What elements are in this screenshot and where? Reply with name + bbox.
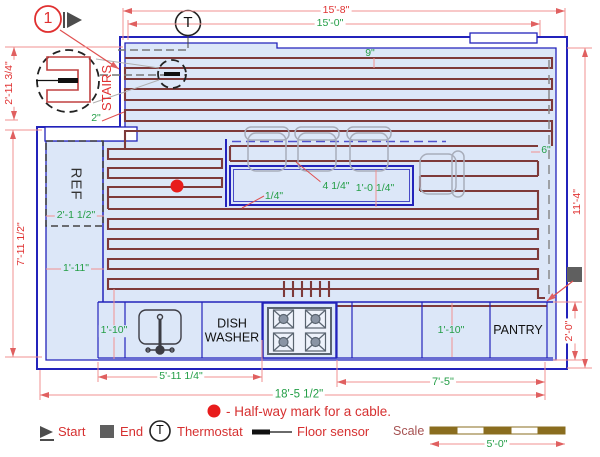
dim-left-height: 7'-11 1/2" — [15, 220, 28, 268]
dim-right-height: 11'-4" — [571, 187, 584, 217]
legend-floor-sensor-label: Floor sensor — [297, 424, 370, 439]
dim-right-cabinet-width: 1'-10" — [435, 324, 467, 337]
start-marker-icon — [67, 12, 82, 28]
stair-cable-detail — [46, 56, 91, 103]
sink — [138, 309, 182, 355]
legend-start-icon — [40, 426, 53, 438]
legend-halfway-note: - Half-way mark for a cable. — [226, 404, 392, 419]
legend-thermostat-symbol: T — [156, 423, 164, 438]
legend-scale-label: Scale — [393, 424, 425, 438]
dim-cable-offset-right: 6" — [541, 144, 551, 157]
pantry-label: PANTRY — [493, 323, 543, 338]
stairs-wall-stub — [44, 126, 138, 142]
legend-end-icon — [100, 425, 114, 438]
dishwasher-label: DISH WASHER — [204, 316, 260, 344]
sensor-location-circle — [157, 59, 187, 89]
legend-icons — [40, 404, 566, 442]
end-marker-icon — [567, 267, 582, 282]
stove — [262, 302, 337, 359]
bar-stools — [244, 126, 465, 198]
refrigerator-label: REF — [67, 167, 85, 201]
dim-scale-value: 5'-0" — [484, 438, 510, 451]
stairs-label: STAIRS — [98, 65, 114, 111]
dim-ref-width: 2'-1 1/2" — [54, 209, 98, 222]
dim-left-cabinet-width: 1'-10" — [98, 324, 130, 337]
scale-bar — [429, 426, 566, 435]
dim-top-inner: 15'-0" — [314, 17, 346, 30]
dim-right-counter-depth: 2'-0" — [563, 318, 576, 344]
dim-bottom-width: 18'-5 1/2" — [272, 388, 326, 402]
dim-island-gap: 4 1/4" — [320, 180, 352, 193]
sensor-cable-dashed — [100, 49, 186, 76]
legend-end-label: End — [120, 424, 144, 439]
legend-thermostat-label: Thermostat — [177, 424, 243, 439]
dim-island-offset: 1/4" — [264, 190, 284, 203]
stove-burners — [272, 309, 327, 352]
legend-thermostat-icon — [149, 420, 171, 442]
stairs-detail-callout — [34, 5, 187, 113]
legend-halfway-dot — [207, 404, 221, 418]
dim-cable-offset-stairs: 2" — [91, 112, 101, 125]
top-wall-window — [469, 32, 538, 44]
dim-left-counter-width: 1'-11" — [61, 262, 91, 275]
dim-top-outer: 15'-8" — [320, 4, 352, 17]
dim-stairs-height: 2'-11 3/4" — [3, 59, 16, 107]
dim-island-depth: 1'-0 1/4" — [355, 182, 395, 195]
legend-start-label: Start — [58, 424, 86, 439]
thermostat-symbol: T — [183, 13, 193, 31]
refrigerator-outline — [45, 140, 104, 227]
dim-sink-run: 5'-11 1/4" — [157, 370, 205, 383]
dim-cable-offset-top: 9" — [365, 47, 375, 60]
halfway-mark-dot — [170, 179, 184, 193]
callout-1-circle — [34, 5, 62, 33]
heating-cable — [100, 49, 554, 300]
dim-right-run: 7'-5" — [430, 375, 456, 389]
callout-number: 1 — [43, 10, 53, 28]
